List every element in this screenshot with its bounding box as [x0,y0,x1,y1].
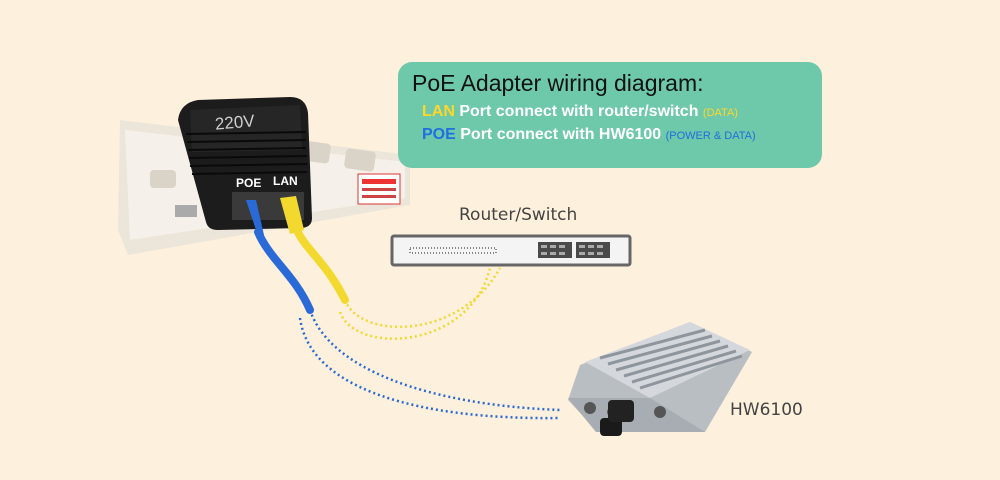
callout-title: PoE Adapter wiring diagram: [412,70,704,96]
lan-note: (DATA) [702,107,738,119]
adapter-port-lan-label: LAN [273,174,298,188]
poe-description: Port connect with HW6100 [455,126,666,143]
poe-note: (POWER & DATA) [665,130,756,142]
lan-cable [280,196,502,340]
adapter-port-poe-label: POE [236,176,262,190]
adapter-voltage-label: 220V [214,111,256,134]
lan-description: Port connect with router/switch [454,103,703,120]
wiring-callout: PoE Adapter wiring diagram: LAN Port con… [398,62,822,168]
lan-keyword: LAN [422,103,455,120]
poe-cable [246,200,561,420]
hw6100-label: HW6100 [730,400,803,420]
callout-line-poe: POE Port connect with HW6100 (POWER & DA… [422,126,808,144]
poe-keyword: POE [422,126,456,143]
router-switch-device [390,234,632,267]
callout-line-lan: LAN Port connect with router/switch (DAT… [422,103,808,121]
router-switch-label: Router/Switch [459,205,578,225]
hw6100-device [568,322,752,436]
